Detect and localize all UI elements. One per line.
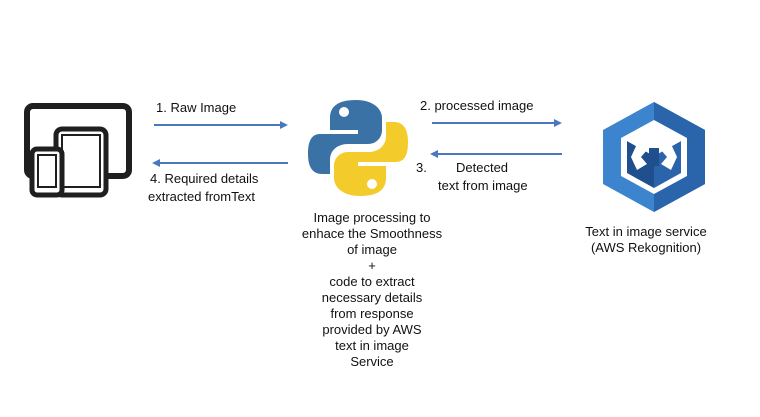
arrow-raw-image xyxy=(152,120,290,130)
python-desc-line: Service xyxy=(350,354,394,369)
devices-icon xyxy=(24,103,132,199)
arrow-required-details xyxy=(150,158,290,168)
python-description: Image processing to enhace the Smoothnes… xyxy=(272,210,472,370)
aws-caption-line2: (AWS Rekognition) xyxy=(590,240,702,255)
aws-caption-line1: Text in image service xyxy=(585,224,707,239)
label-step-4-line1: 4. Required details xyxy=(150,171,259,186)
python-desc-line: provided by AWS xyxy=(322,322,422,337)
python-desc-line: text in image xyxy=(335,338,409,353)
label-step-3-number: 3. xyxy=(416,160,427,175)
python-desc-line: from response xyxy=(330,306,414,321)
aws-caption: Text in image service (AWS Rekognition) xyxy=(556,224,736,256)
python-desc-line: of image xyxy=(347,242,397,257)
arrow-detected-text xyxy=(428,149,564,159)
label-step-4-line2: extracted fromText xyxy=(148,189,255,204)
python-desc-line: + xyxy=(368,258,376,273)
label-step-3-line2: text from image xyxy=(438,178,528,193)
arrow-processed-image xyxy=(430,118,564,128)
python-desc-line: code to extract xyxy=(329,274,415,289)
label-step-2: 2. processed image xyxy=(420,98,534,113)
python-logo-icon xyxy=(306,96,410,200)
python-desc-line: necessary details xyxy=(321,290,423,305)
python-desc-line: Image processing to xyxy=(313,210,431,225)
label-step-3-line1: Detected xyxy=(456,160,509,175)
aws-rekognition-icon xyxy=(601,100,707,214)
label-step-1: 1. Raw Image xyxy=(156,100,237,115)
python-desc-line: enhace the Smoothness xyxy=(301,226,443,241)
